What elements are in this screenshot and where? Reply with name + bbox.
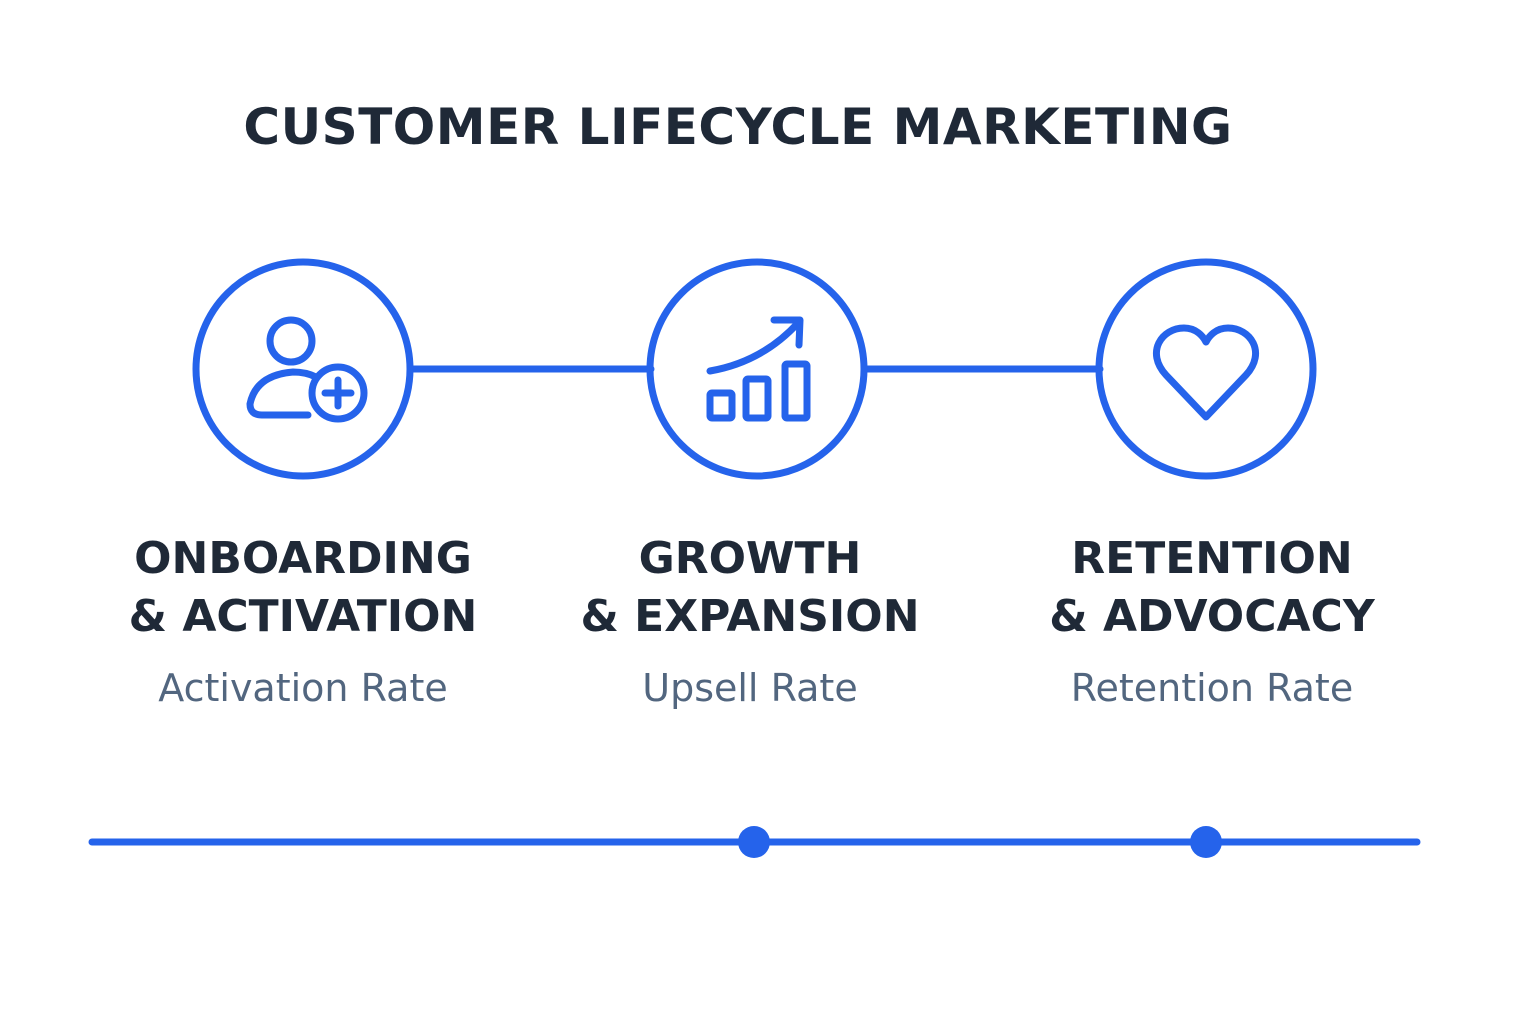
timeline-marker-1: [738, 826, 770, 858]
user-plus-icon: [246, 316, 368, 423]
stage-name-line-2: & ADVOCACY: [1049, 591, 1375, 642]
stage-label-retention: RETENTION & ADVOCACY Retention Rate: [992, 530, 1432, 712]
stage-label-onboarding: ONBOARDING & ACTIVATION Activation Rate: [83, 530, 523, 712]
stage-circle-growth: [646, 258, 868, 480]
stage-metric: Upsell Rate: [642, 666, 858, 710]
diagram-title: CUSTOMER LIFECYCLE MARKETING: [243, 98, 1233, 156]
growth-chart-icon: [706, 316, 811, 422]
stage-circle-onboarding: [192, 258, 414, 480]
stage-name-line-1: GROWTH: [638, 533, 862, 584]
stage-circle-retention: [1095, 258, 1317, 480]
stage-metric: Activation Rate: [158, 666, 448, 710]
timeline-marker-2: [1190, 826, 1222, 858]
stage-label-growth: GROWTH & EXPANSION Upsell Rate: [530, 530, 970, 712]
stage-name-line-2: & EXPANSION: [580, 591, 920, 642]
stage-name-line-2: & ACTIVATION: [128, 591, 478, 642]
stage-name-line-1: RETENTION: [1071, 533, 1353, 584]
heart-icon: [1152, 324, 1260, 421]
stage-name-line-1: ONBOARDING: [134, 533, 472, 584]
stage-metric: Retention Rate: [1070, 666, 1354, 710]
